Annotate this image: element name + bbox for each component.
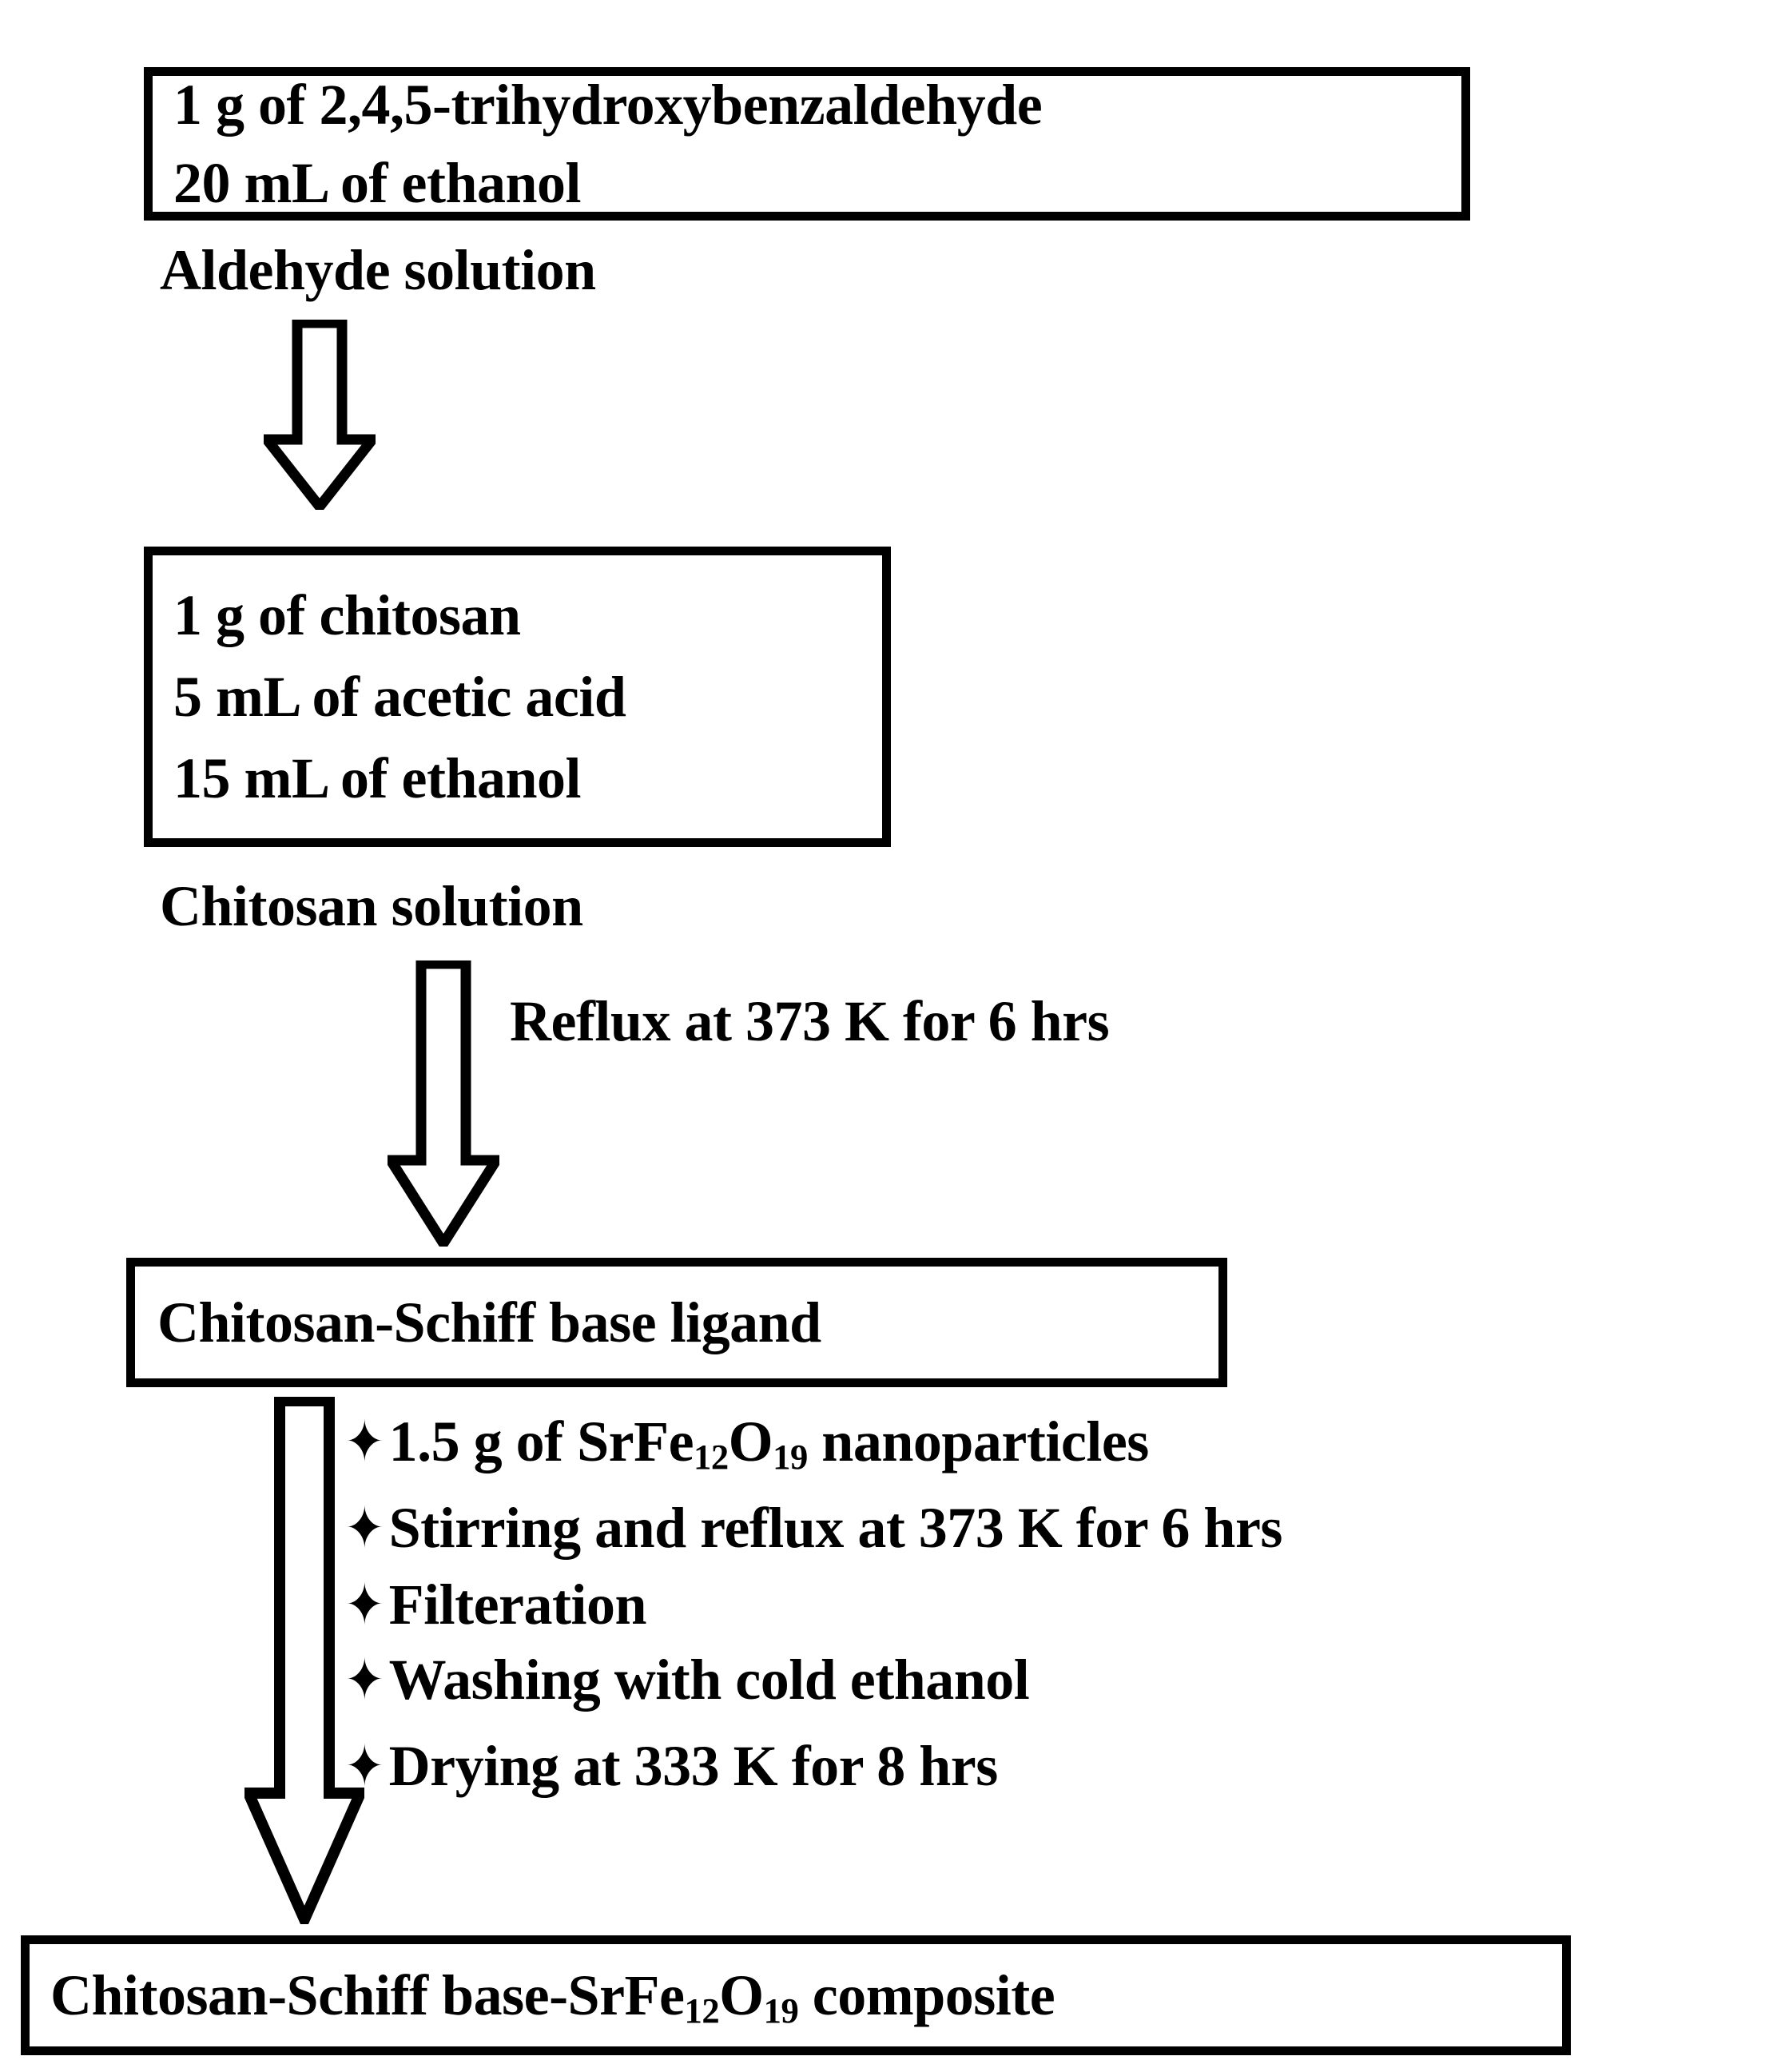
box-chitosan-schiff-base-ligand: Chitosan-Schiff base ligand: [126, 1258, 1227, 1387]
four-pointed-star-icon: ✦: [345, 1493, 384, 1562]
box-aldehyde-reagents: 1 g of 2,4,5-trihydroxybenzaldehyde 20 m…: [144, 67, 1470, 221]
composite-sub1: 12: [684, 1990, 720, 2030]
box-chitosan-line-1: 1 g of chitosan: [173, 583, 521, 647]
box-composite-label: Chitosan-Schiff base-SrFe12O19 composite: [50, 1967, 1562, 2028]
box-final-composite: Chitosan-Schiff base-SrFe12O19 composite: [21, 1935, 1571, 2055]
box-aldehyde-line-1: 1 g of 2,4,5-trihydroxybenzaldehyde: [173, 73, 1043, 137]
list-item: ✦ 1.5 g of SrFe12O19 nanoparticles: [345, 1407, 1773, 1476]
box-chitosan-reagents: 1 g of chitosan 5 mL of acetic acid 15 m…: [144, 547, 891, 847]
composite-sub2: 19: [763, 1990, 799, 2030]
list-item-text: Drying at 333 K for 8 hrs: [388, 1734, 999, 1798]
box-chitosan-line-3: 15 mL of ethanol: [173, 746, 582, 810]
list-item-text: Filteration: [389, 1576, 647, 1633]
process-steps-list: ✦ 1.5 g of SrFe12O19 nanoparticles ✦ Sti…: [345, 1407, 1773, 1800]
list-item: ✦ Filteration: [345, 1570, 1773, 1639]
list-item-text: Stirring and reflux at 373 K for 6 hrs: [388, 1496, 1283, 1560]
box-chitosan-line-2: 5 mL of acetic acid: [173, 665, 626, 729]
box-ligand-label: Chitosan-Schiff base ligand: [157, 1291, 821, 1354]
composite-mid: O: [719, 1963, 764, 2027]
arrow-down-icon-ligand-to-composite: [244, 1397, 364, 1924]
step-2-prefix: Filteration: [388, 1573, 647, 1637]
step-0-prefix: 1.5 g of SrFe: [388, 1410, 694, 1473]
list-item-text: Washing with cold ethanol: [389, 1651, 1030, 1708]
step-0-sub2: 19: [773, 1436, 808, 1477]
four-pointed-star-icon: ✦: [345, 1570, 384, 1639]
step-4-prefix: Drying at 333 K for 8 hrs: [388, 1734, 999, 1798]
step-3-prefix: Washing with cold ethanol: [388, 1648, 1030, 1712]
step-0-suffix: nanoparticles: [807, 1410, 1149, 1473]
arrow-down-icon-chitosan-to-ligand: [388, 960, 499, 1247]
four-pointed-star-icon: ✦: [345, 1407, 384, 1476]
four-pointed-star-icon: ✦: [345, 1645, 384, 1714]
list-item: ✦ Washing with cold ethanol: [345, 1645, 1773, 1714]
step-0-sub1: 12: [694, 1436, 729, 1477]
composite-prefix: Chitosan-Schiff base-SrFe: [50, 1963, 685, 2027]
caption-chitosan-solution: Chitosan solution: [160, 874, 583, 938]
caption-aldehyde-solution: Aldehyde solution: [160, 238, 596, 302]
caption-reflux-condition: Reflux at 373 K for 6 hrs: [510, 989, 1110, 1053]
step-1-prefix: Stirring and reflux at 373 K for 6 hrs: [388, 1496, 1283, 1560]
step-0-mid: O: [728, 1410, 773, 1473]
arrow-down-icon-aldehyde-to-chitosan: [264, 320, 376, 510]
list-item-text: 1.5 g of SrFe12O19 nanoparticles: [388, 1410, 1150, 1474]
box-aldehyde-line-2: 20 mL of ethanol: [173, 151, 582, 215]
composite-suffix: composite: [798, 1963, 1055, 2027]
four-pointed-star-icon: ✦: [345, 1732, 384, 1800]
list-item: ✦ Stirring and reflux at 373 K for 6 hrs: [345, 1499, 1773, 1557]
list-item: ✦ Drying at 333 K for 8 hrs: [345, 1732, 1773, 1800]
